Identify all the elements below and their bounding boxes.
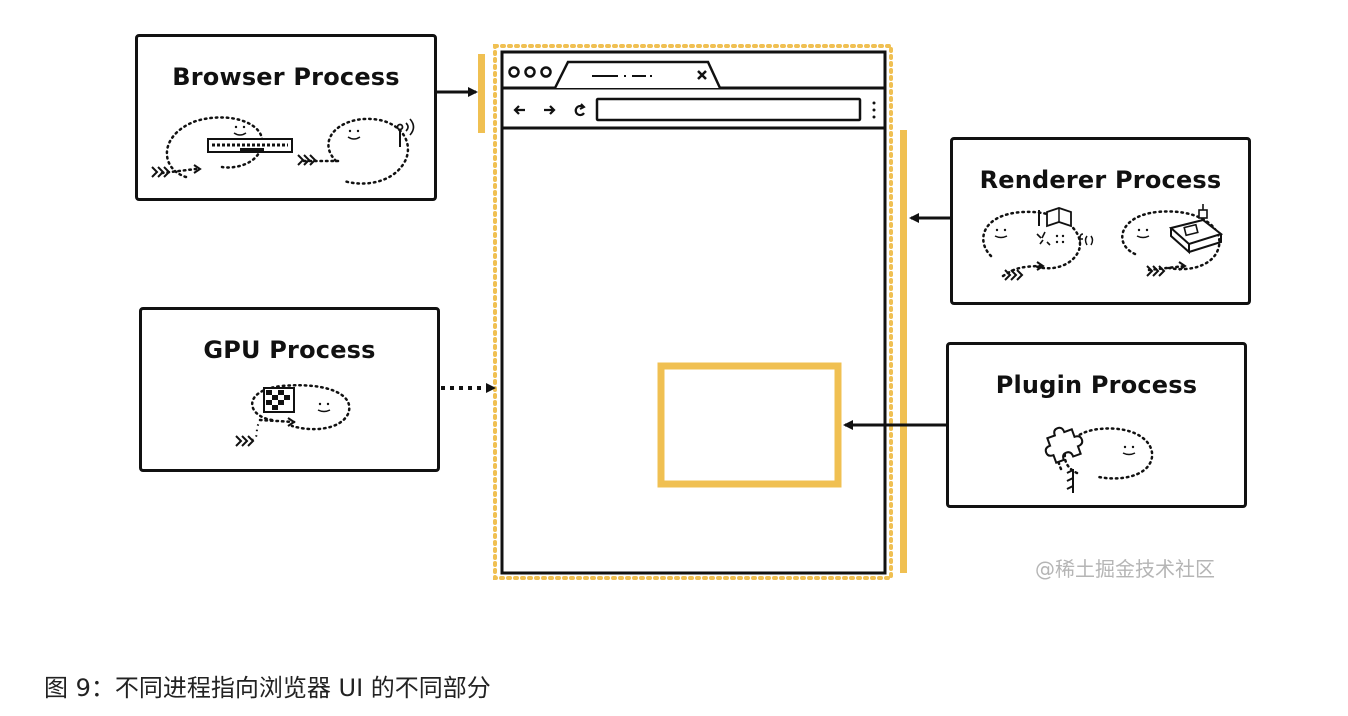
plugin-process-label: Plugin Process: [995, 371, 1198, 399]
address-bar: [595, 97, 862, 122]
browser-process-box: Browser Process: [135, 34, 437, 201]
plugin-region-highlight: [657, 362, 842, 488]
renderer-process-box: Renderer Process: [950, 137, 1251, 305]
reload-icon: [574, 103, 586, 117]
back-arrow-icon: [513, 105, 525, 115]
window-controls-icon: [508, 66, 552, 78]
browser-worker-character-icon: [151, 116, 293, 179]
browser-tab-icon: [553, 60, 722, 89]
browser-ui-highlight-bar: [478, 54, 485, 133]
renderer-main-thread-character-icon: [982, 207, 1094, 281]
gpu-worker-character-icon: [235, 384, 351, 447]
browser-process-label: Browser Process: [172, 63, 400, 91]
network-worker-character-icon: [297, 117, 415, 185]
gpu-process-label: GPU Process: [203, 336, 376, 364]
figure-caption: 图 9：不同进程指向浏览器 UI 的不同部分: [44, 674, 491, 702]
menu-dots-icon: [872, 101, 876, 119]
puzzle-piece-icon: [1044, 426, 1084, 464]
forward-arrow-icon: [544, 105, 556, 115]
browser-window-frame: [500, 50, 887, 575]
content-area-highlight-bar: [900, 130, 907, 573]
browser-window-highlight: [493, 44, 893, 580]
watermark: @稀土掘金技术社区: [1035, 557, 1215, 581]
browser-process-illustration: [151, 116, 415, 185]
renderer-process-illustration: [982, 204, 1224, 281]
plugin-process-box: Plugin Process: [946, 342, 1247, 508]
renderer-process-label: Renderer Process: [979, 166, 1222, 194]
renderer-compositor-character-icon: [1121, 204, 1224, 277]
gpu-process-box: GPU Process: [139, 307, 440, 472]
plugin-process-illustration: [1044, 426, 1154, 493]
gpu-process-illustration: [235, 384, 351, 447]
plugin-worker-character-icon: [1044, 426, 1154, 493]
